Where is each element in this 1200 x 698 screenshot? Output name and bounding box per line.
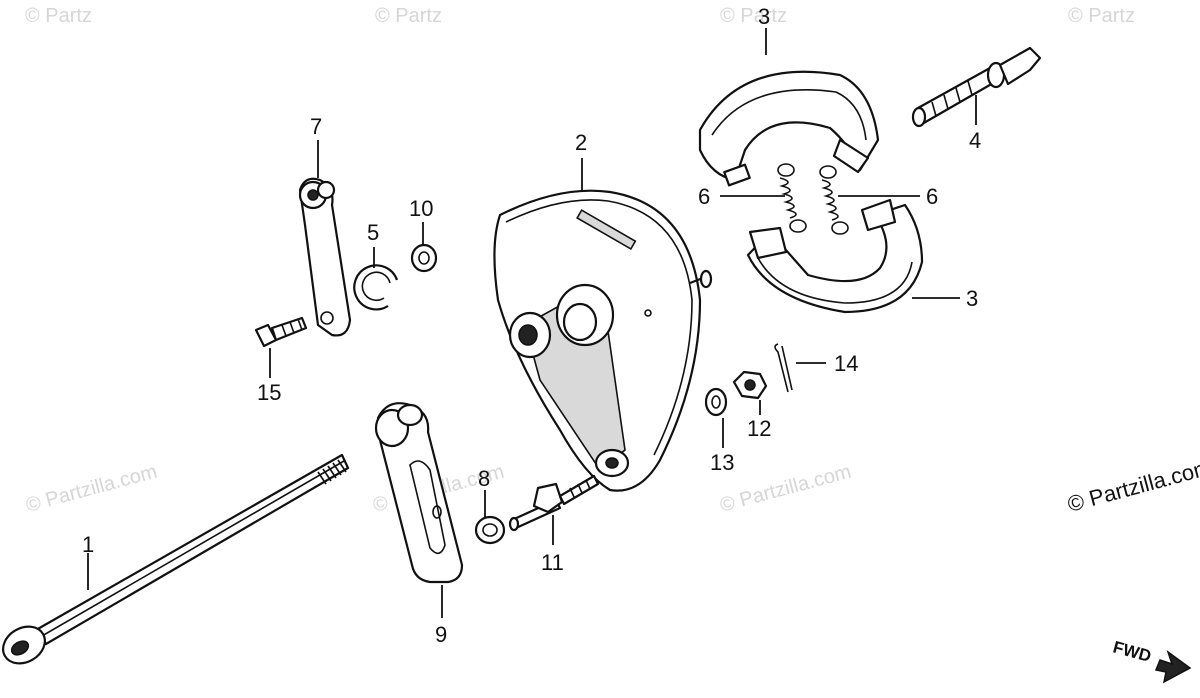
callout-labels: 1 2 3 3 4 5 6 6 7 8 9 10 11 12 13 14 15	[82, 4, 981, 647]
snap-ring-part	[353, 264, 399, 311]
watermark-lower-right: © Partzilla.com	[718, 461, 854, 517]
brake-spring-right	[819, 165, 849, 235]
brake-shoe-lower	[746, 198, 924, 314]
callout-3a: 3	[758, 4, 770, 29]
axle-part	[2, 453, 350, 665]
callout-13: 13	[710, 450, 734, 475]
bolt-thread	[569, 479, 591, 498]
callout-9: 9	[435, 622, 447, 647]
callout-5: 5	[367, 220, 379, 245]
watermark-top-far-right: © Partz	[1068, 5, 1135, 27]
callout-2: 2	[575, 130, 587, 155]
watermark-top-left: © Partz	[25, 5, 92, 27]
watermark-lower-left: © Partzilla.com	[24, 461, 160, 517]
callout-6b: 6	[926, 184, 938, 209]
brake-cam-part	[911, 46, 1042, 128]
callout-3b: 3	[966, 286, 978, 311]
callout-10: 10	[409, 196, 433, 221]
callout-6a: 6	[698, 184, 710, 209]
copyright-notice: © Partzilla.com	[1065, 454, 1200, 517]
watermark-top-center: © Partz	[375, 5, 442, 27]
callout-14: 14	[834, 351, 858, 376]
fwd-label: FWD	[1111, 638, 1153, 666]
leader-lines	[87, 28, 977, 618]
bolt-part-11	[508, 474, 600, 532]
brake-shoe-upper	[698, 70, 880, 187]
brake-panel-part	[493, 189, 713, 492]
washer-part-13	[704, 387, 728, 417]
pinch-bolt-thread	[281, 318, 303, 337]
fwd-arrow-icon	[1154, 650, 1192, 684]
brake-spring-left	[777, 163, 807, 233]
stopper-arm-part	[374, 402, 464, 584]
washer-part-10	[410, 243, 438, 273]
callout-8: 8	[478, 466, 490, 491]
callout-4: 4	[969, 128, 981, 153]
forward-direction-indicator: FWD	[1111, 638, 1192, 684]
cotter-pin-part	[774, 343, 793, 393]
watermark-top-right: © Partz	[720, 5, 787, 27]
axle-thread	[317, 459, 347, 485]
washer-part-8	[474, 515, 506, 545]
brake-arm-part	[298, 177, 352, 337]
callout-15: 15	[257, 380, 281, 405]
callout-12: 12	[747, 416, 771, 441]
castle-nut-part	[732, 370, 768, 400]
callout-1: 1	[82, 532, 94, 557]
callout-11: 11	[541, 550, 564, 575]
pinch-bolt-part	[254, 316, 308, 348]
callout-7: 7	[310, 114, 322, 139]
cam-splines	[931, 80, 973, 117]
